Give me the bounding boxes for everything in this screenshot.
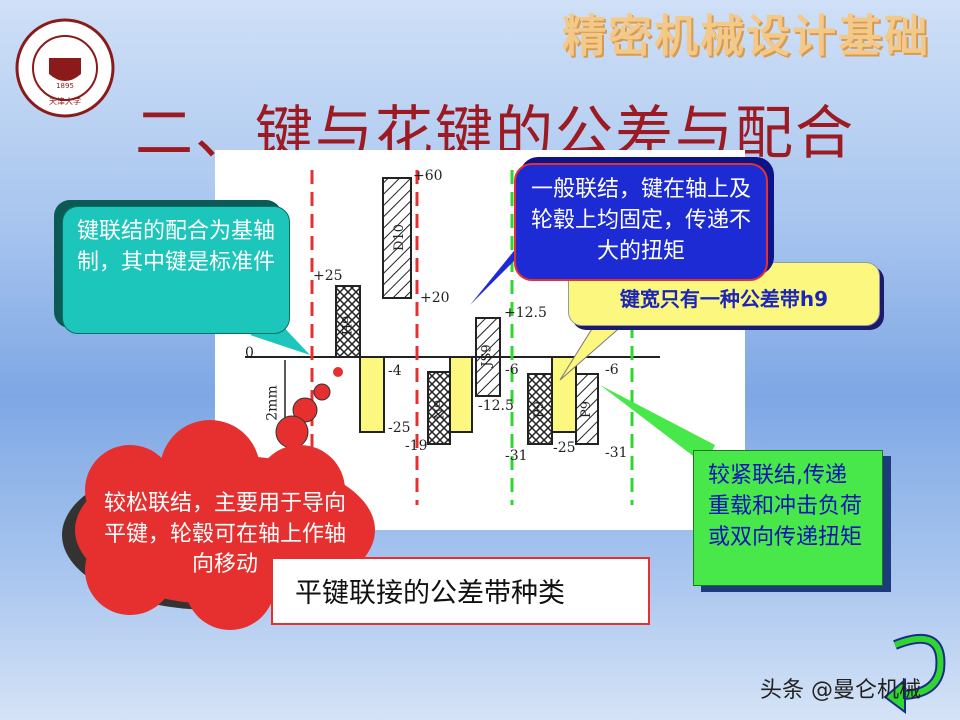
label-minus6: -6 xyxy=(505,362,519,378)
zone-label-d10: D10 xyxy=(391,224,407,251)
scale-label: 2mm xyxy=(264,385,281,421)
pointer-green xyxy=(600,385,715,465)
callout-h9: 键宽只有一种公差带h9 xyxy=(568,262,880,326)
label-minus12-5: -12.5 xyxy=(478,398,514,414)
label-minus4: -4 xyxy=(388,363,402,379)
svg-text:1895: 1895 xyxy=(56,82,74,90)
callout-loose-fit: 较松联结，主要用于导向平键，轮毂可在轴上作轴向移动 xyxy=(103,490,346,578)
university-logo: 1895 天津大学 xyxy=(15,18,115,118)
callout-tight-fit: 较紧联结,传递重载和冲击负荷或双向传递扭矩 xyxy=(693,450,883,586)
zone-label-p9: P9 xyxy=(532,400,548,419)
svg-text:天津大学: 天津大学 xyxy=(49,96,81,106)
zone-d10 xyxy=(382,177,412,299)
zone-h9 xyxy=(335,285,361,358)
zone-label-n9: N9 xyxy=(432,399,448,420)
label-plus60: +60 xyxy=(413,168,443,184)
label-plus12-5: +12.5 xyxy=(504,305,547,321)
footer-watermark: 头条 @曼仑机械 xyxy=(760,678,921,703)
label-minus31-b: -31 xyxy=(605,445,628,461)
zone-label-p9-b: P9 xyxy=(579,400,595,419)
callout-basic-shaft: 键联结的配合为基轴制，其中键是标准件 xyxy=(62,206,290,334)
zone-js9 xyxy=(475,317,501,397)
label-minus31: -31 xyxy=(505,448,528,464)
zone-label-js9: JS9 xyxy=(479,344,495,367)
label-minus25-b: -25 xyxy=(553,440,576,456)
course-title: 精密机械设计基础 xyxy=(562,11,930,62)
zone-label-h9: H9 xyxy=(340,315,356,336)
return-arrow-icon xyxy=(883,633,946,714)
label-plus20: +20 xyxy=(420,290,450,306)
zone-h9-key xyxy=(359,356,385,433)
diagram-caption: 平键联接的公差带种类 xyxy=(271,557,650,625)
label-minus25: -25 xyxy=(388,420,411,436)
label-minus6-b: -6 xyxy=(605,362,619,378)
callout-normal-fit: 一般联结，键在轴上及轮毂上均固定，传递不大的扭矩 xyxy=(514,163,768,281)
label-minus19: -19 xyxy=(405,438,428,454)
zero-label: 0 xyxy=(245,345,254,361)
zone-p9-b xyxy=(575,373,599,445)
label-plus25: +25 xyxy=(313,268,343,284)
